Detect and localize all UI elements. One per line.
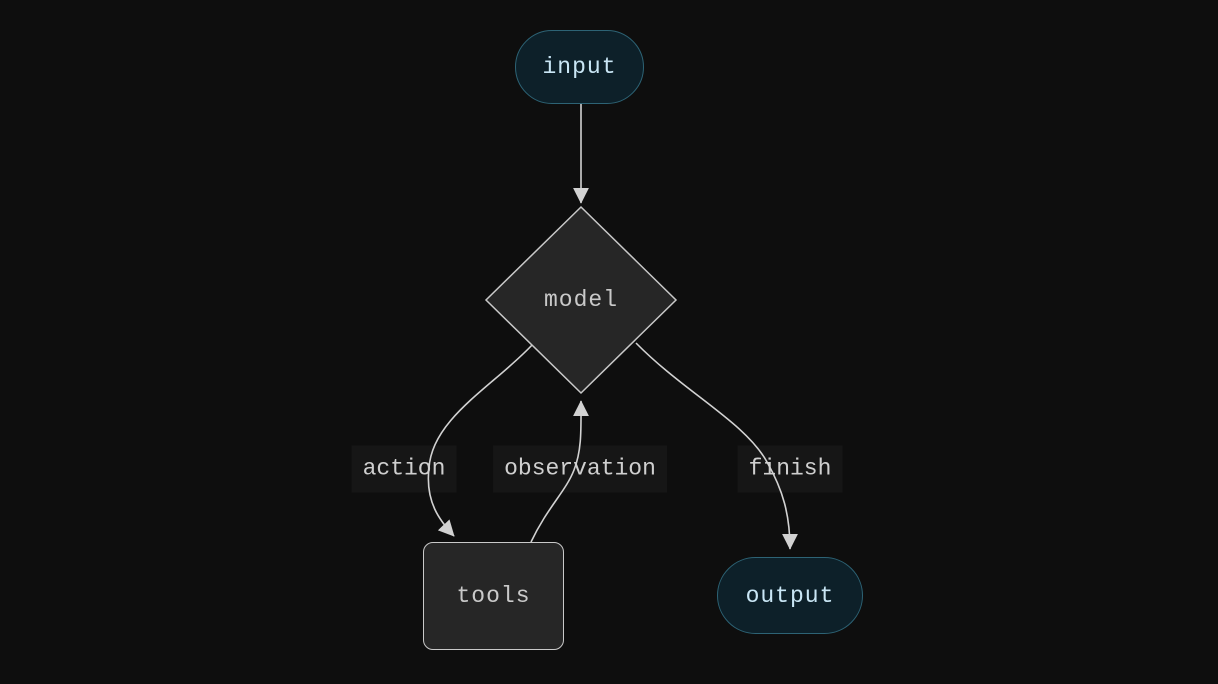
edge-label-observation: observation [493,445,667,493]
edge-label-action: action [351,445,457,493]
edge-label-finish: finish [737,445,843,493]
